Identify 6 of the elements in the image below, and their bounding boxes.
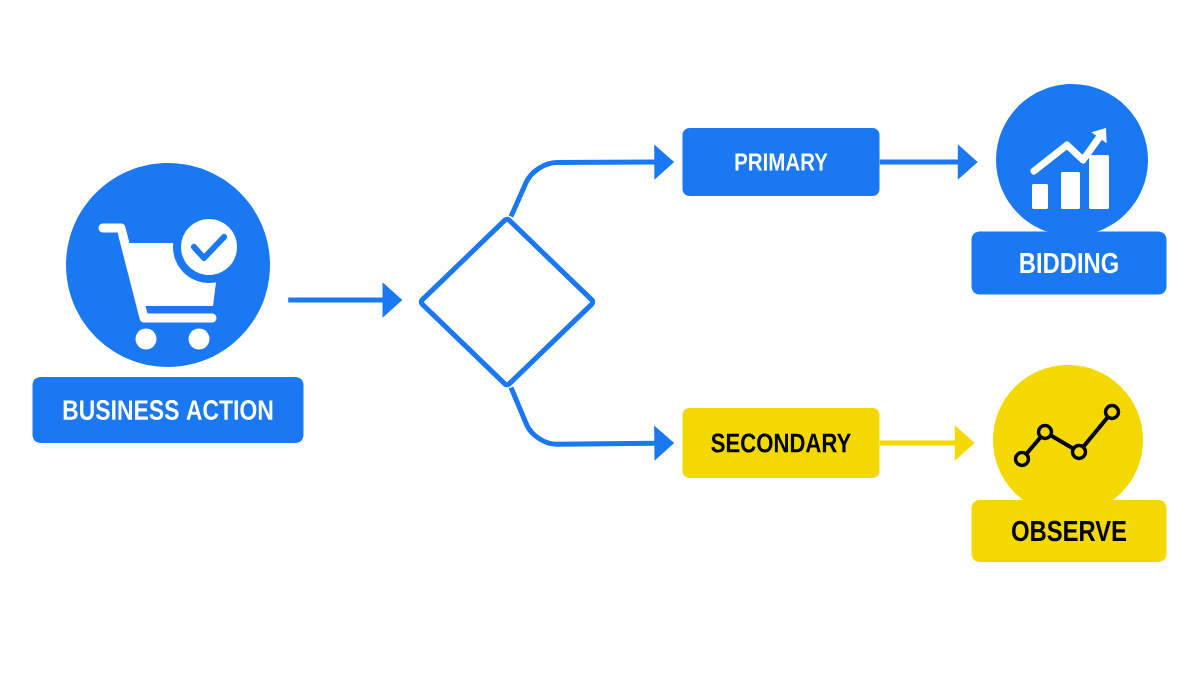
label-box: BIDDING <box>971 231 1167 295</box>
process-box: PRIMARY <box>682 128 880 196</box>
label-box: OBSERVE <box>971 500 1167 562</box>
label-box: BUSINESS ACTION <box>32 377 304 443</box>
process-box: SECONDARY <box>682 408 880 478</box>
decision-diamond <box>418 216 596 388</box>
